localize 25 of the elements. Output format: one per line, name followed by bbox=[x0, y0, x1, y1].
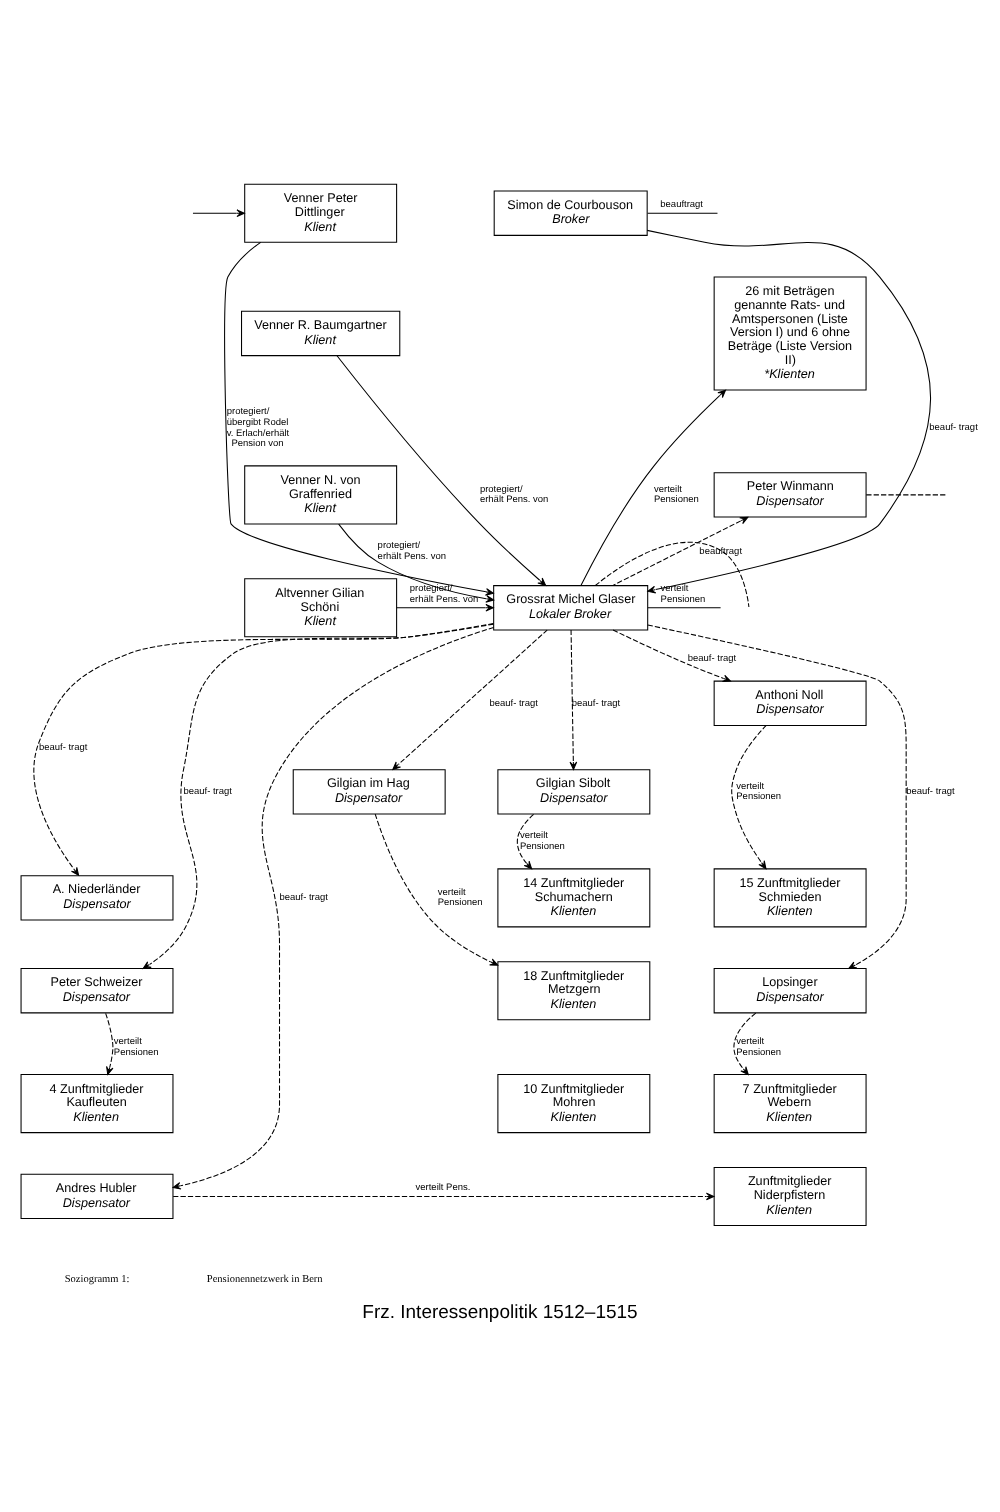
arrow bbox=[731, 724, 767, 870]
arrow bbox=[516, 813, 535, 870]
arrow bbox=[172, 626, 495, 1190]
arrow bbox=[733, 1012, 757, 1076]
arrow bbox=[105, 1012, 114, 1075]
arrow bbox=[338, 523, 495, 603]
connector bbox=[647, 607, 722, 609]
arrow bbox=[396, 603, 494, 612]
arrow bbox=[224, 241, 494, 596]
arrow bbox=[646, 229, 932, 594]
arrow bbox=[392, 629, 548, 770]
diagram-title: Frz. Interessenpolitik 1512–1515 bbox=[362, 1301, 638, 1324]
arrow bbox=[336, 355, 547, 586]
arrow bbox=[569, 629, 578, 770]
arrow bbox=[172, 1192, 715, 1201]
connector bbox=[865, 494, 948, 496]
arrow bbox=[611, 516, 749, 587]
arrow bbox=[612, 629, 732, 683]
arrow bbox=[374, 813, 499, 966]
connector bbox=[594, 541, 750, 608]
arrow bbox=[33, 623, 494, 876]
arrow bbox=[580, 389, 727, 587]
connector bbox=[647, 212, 718, 214]
arrow bbox=[142, 623, 494, 970]
arrow bbox=[647, 624, 907, 970]
